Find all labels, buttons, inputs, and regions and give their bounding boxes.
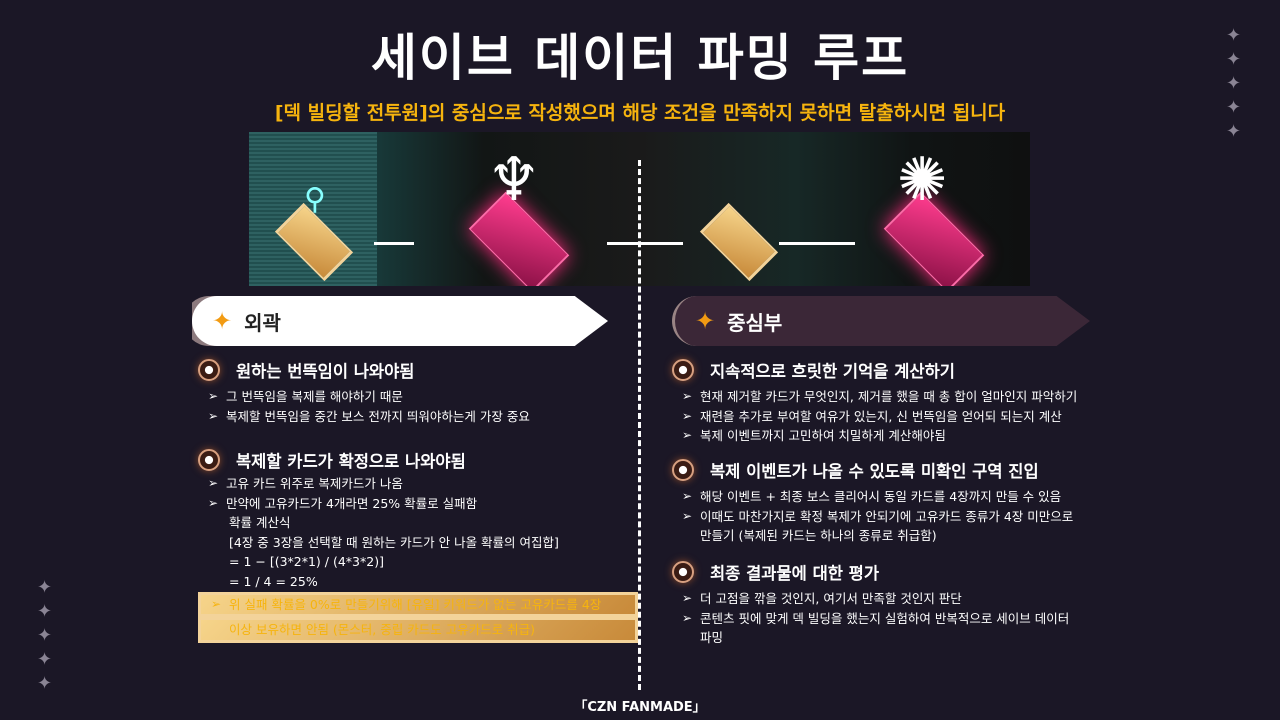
sparkle-decoration-right: ✦ ✦ ✦ ✦ ✦ [1226, 24, 1241, 144]
footer-credit: 「CZN FANMADE」 [574, 700, 706, 715]
section-heading: 복제 이벤트가 나올 수 있도록 미확인 구역 진입 [710, 462, 1039, 481]
sparkle-icon: ✦ [37, 577, 53, 598]
bullet-item-cont: 파밍 [700, 630, 724, 646]
outer-section-header: ✦ 외곽 [192, 296, 608, 346]
route-link [374, 242, 414, 245]
bullet-item: 재련을 추가로 부여할 여유가 있는지, 신 번뜩임을 얻어되 되는지 계산 [672, 407, 1112, 427]
core-section-1: 지속적으로 흐릿한 기억을 계산하기 현재 제거할 카드가 무엇인지, 제거를 … [672, 357, 1112, 446]
page-title: 세이브 데이터 파밍 루프 [370, 29, 910, 87]
midboss-icon: ♆ [487, 145, 541, 215]
sparkle-icon: ✦ [1226, 25, 1242, 46]
bullet-item: 고유 카드 위주로 복제카드가 나옴 [198, 474, 638, 494]
bullet-item: 복제 이벤트까지 고민하여 치밀하게 계산해야됨 [672, 426, 1112, 446]
warning-note: 위 실패 확률을 0%로 만들기위해 [유일] 키워드가 없는 고유카드를 4장 [198, 591, 638, 618]
section-heading: 지속적으로 흐릿한 기억을 계산하기 [710, 362, 955, 381]
orb-icon [198, 449, 220, 471]
teal-panel [249, 132, 377, 286]
warning-note-cont: 이상 보유하면 안됨 (몬스터, 중립 카드도 고유카드로 취급) [198, 617, 638, 643]
bullet-item: 더 고점을 깎을 것인지, 여기서 만족할 것인지 판단 [672, 589, 1112, 609]
bullet-item: 그 번뜩임을 복제를 해야하기 때문 [198, 387, 638, 407]
sparkle-decoration-left: ✦ ✦ ✦ ✦ ✦ [37, 576, 52, 696]
core-section-3: 최종 결과물에 대한 평가 더 고점을 깎을 것인지, 여기서 만족할 것인지 … [672, 559, 1112, 648]
sparkle-icon: ✦ [1226, 121, 1242, 142]
section-heading: 복제할 카드가 확정으로 나와야됨 [236, 452, 466, 471]
calc-line: = 1 / 4 = 25% [229, 573, 318, 589]
location-pin-icon: ⚲ [304, 182, 326, 217]
sparkle-icon: ✦ [212, 307, 233, 335]
sparkle-icon: ✦ [37, 649, 53, 670]
bullet-item: 만약에 고유카드가 4개라면 25% 확률로 실패함 [198, 494, 638, 514]
sparkle-icon: ✦ [1226, 73, 1242, 94]
calc-line: = 1 − [(3*2*1) / (4*3*2)] [229, 554, 384, 570]
sparkle-icon: ✦ [37, 601, 53, 622]
orb-icon [198, 359, 220, 381]
dashed-divider [638, 160, 641, 690]
outer-header-label: 외곽 [244, 310, 281, 335]
sparkle-icon: ✦ [37, 625, 53, 646]
core-section-2: 복제 이벤트가 나올 수 있도록 미확인 구역 진입 해당 이벤트 + 최종 보… [672, 457, 1112, 546]
sparkle-icon: ✦ [1226, 49, 1242, 70]
page-subtitle: [덱 빌딩할 전투원]의 중심으로 작성했으며 해당 조건을 만족하지 못하면 … [274, 102, 1006, 124]
route-link [607, 242, 683, 245]
outer-section-1: 원하는 번뜩임이 나와야됨 그 번뜩임을 복제를 해야하기 때문 복제할 번뜩임… [198, 357, 638, 426]
core-header-label: 중심부 [727, 310, 783, 335]
calc-line: [4장 중 3장을 선택할 때 원하는 카드가 안 나올 확률의 여집합] [229, 534, 559, 550]
outer-section-2: 복제할 카드가 확정으로 나와야됨 고유 카드 위주로 복제카드가 나옴 만약에… [198, 447, 638, 643]
sparkle-icon: ✦ [695, 307, 716, 335]
section-heading: 최종 결과물에 대한 평가 [710, 564, 880, 583]
bullet-item: 현재 제거할 카드가 무엇인지, 제거를 했을 때 총 합이 얼마인지 파악하기 [672, 387, 1112, 407]
section-heading: 원하는 번뜩임이 나와야됨 [236, 362, 415, 381]
route-link [779, 242, 855, 245]
sparkle-icon: ✦ [37, 673, 53, 694]
bullet-item: 해당 이벤트 + 최종 보스 클리어시 동일 카드를 4장까지 만들 수 있음 [672, 487, 1112, 507]
bullet-item-cont: 만들기 (복제된 카드는 하나의 종류로 취급함) [700, 528, 937, 544]
calc-line: 확률 계산식 [229, 515, 291, 531]
bullet-item: 이때도 마찬가지로 확정 복제가 안되기에 고유카드 종류가 4장 미만으로 [672, 507, 1112, 527]
bullet-item: 복제할 번뜩임을 중간 보스 전까지 띄워야하는게 가장 중요 [198, 407, 638, 427]
orb-icon [672, 561, 694, 583]
sparkle-icon: ✦ [1226, 97, 1242, 118]
core-section-header: ✦ 중심부 [672, 296, 1090, 346]
orb-icon [672, 459, 694, 481]
bullet-item: 콘텐츠 핏에 맞게 덱 빌딩을 했는지 실험하여 반복적으로 세이브 데이터 [672, 609, 1112, 629]
orb-icon [672, 359, 694, 381]
node-event-diamond [699, 202, 779, 282]
finalboss-icon: ✺ [897, 145, 948, 215]
